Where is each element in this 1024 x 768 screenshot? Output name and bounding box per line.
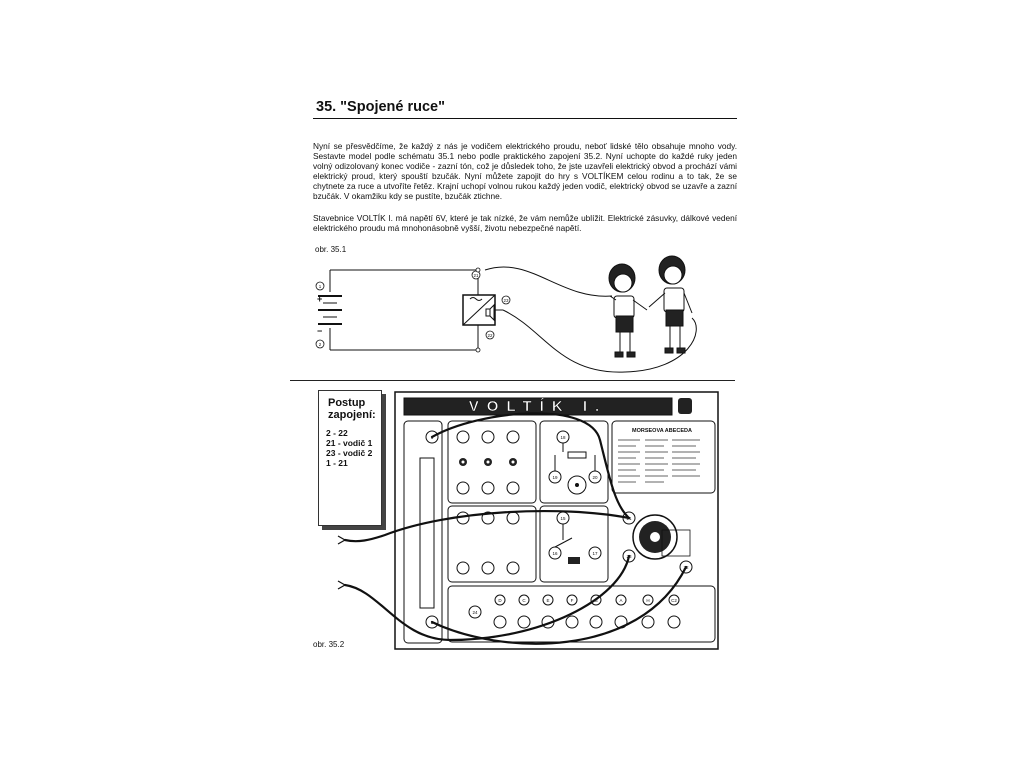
key-label: C [522,598,526,603]
procedure-step: 23 - vodič 2 [326,448,373,458]
socket-label: 15 [560,516,566,521]
key-label: C2 [671,598,677,603]
schem-terminal-22: 22 [487,333,493,338]
battery-plus-sign: + [317,294,322,304]
paragraph-safety: Stavebnice VOLTÍK I. má napětí 6V, které… [313,213,737,234]
procedure-step: 21 - vodič 1 [326,438,373,448]
title-underline [313,118,737,119]
figure-35-1-caption: obr. 35.1 [315,245,347,254]
socket-label: 20 [592,475,598,480]
schem-terminal-2: 2 [319,342,322,347]
socket-label: 16 [552,551,558,556]
socket-label: 24 [472,610,478,615]
procedure-title: Postup zapojení: [328,397,376,421]
procedure-box [318,390,382,526]
child-right-illustration [648,255,693,354]
schem-terminal-1: 1 [319,284,322,289]
child-left-illustration [608,263,648,358]
battery-minus-sign: − [317,326,322,336]
key-label: A [619,598,622,603]
socket-label: 18 [560,435,566,440]
board-title: VOLTÍK I. [469,398,607,415]
key-label: G [594,598,598,603]
key-label: E [546,598,549,603]
schem-terminal-21: 21 [473,273,479,278]
morse-title: MORSEOVA ABECEDA [632,428,692,434]
section-divider [290,380,735,381]
key-label: F [571,598,574,603]
schem-terminal-23: 23 [503,298,509,303]
figure-35-2-caption: obr. 35.2 [313,640,345,649]
socket-label: 17 [592,551,598,556]
key-label: H [646,598,649,603]
procedure-step: 1 - 21 [326,458,348,468]
procedure-step: 2 - 22 [326,428,348,438]
paragraph-intro: Nyní se přesvědčíme, že každý z nás je v… [313,141,737,202]
key-label: D [498,598,502,603]
page-title: 35. "Spojené ruce" [316,99,445,115]
socket-label: 19 [552,475,558,480]
